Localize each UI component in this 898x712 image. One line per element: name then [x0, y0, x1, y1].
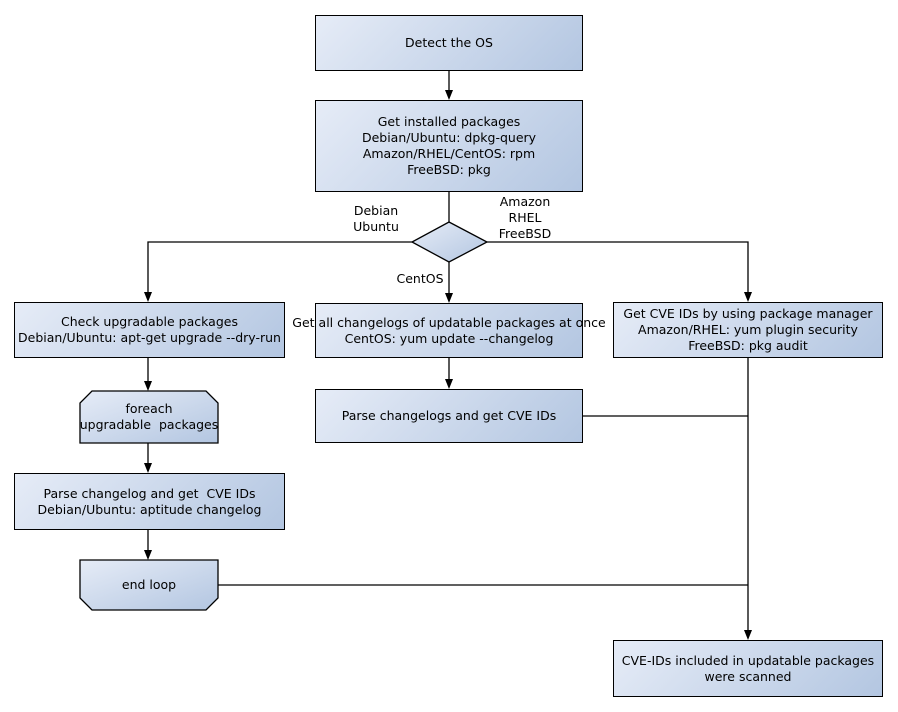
arrowhead-into-endloop	[144, 550, 152, 560]
node-get-installed-packages-label: Get installed packages Debian/Ubuntu: dp…	[361, 114, 537, 177]
edge-decision-left-branch	[147, 241, 412, 292]
arrowhead-into-scanned	[744, 630, 752, 640]
arrowhead-into-check-upgradable	[144, 292, 152, 302]
node-cve-ids-scanned-label: CVE-IDs included in updatable packages w…	[621, 652, 875, 684]
node-parse-changelogs-centos-label: Parse changelogs and get CVE IDs	[341, 408, 557, 424]
arrowhead-into-get-all-changelogs	[445, 293, 453, 303]
node-detect-os: Detect the OS	[315, 15, 583, 71]
node-foreach-loop-label: foreach upgradable packages	[79, 401, 219, 432]
node-parse-changelog-debian-label: Parse changelog and get CVE IDs Debian/U…	[37, 485, 262, 517]
node-check-upgradable: Check upgradable packages Debian/Ubuntu:…	[14, 302, 285, 358]
edge-label-amazon-rhel-freebsd: Amazon RHEL FreeBSD	[498, 194, 552, 241]
edge-decision-right-branch	[487, 241, 749, 292]
arrowhead-into-parse-changelog	[144, 463, 152, 473]
node-check-upgradable-label: Check upgradable packages Debian/Ubuntu:…	[18, 314, 281, 345]
foreach-loop-shape	[79, 390, 219, 444]
node-get-all-changelogs: Get all changelogs of updatable packages…	[292, 303, 606, 358]
node-parse-changelogs-centos: Parse changelogs and get CVE IDs	[315, 389, 583, 443]
edge-label-debian-ubuntu: Debian Ubuntu	[353, 203, 399, 234]
node-end-loop-label: end loop	[121, 577, 177, 593]
arrowhead-into-parse-changelogs	[445, 379, 453, 389]
arrowhead-into-installed	[445, 90, 453, 100]
end-loop-shape	[79, 559, 219, 611]
edge-label-centos: CentOS	[396, 271, 444, 286]
node-get-cve-ids-pkg-manager: Get CVE IDs by using package manager Ama…	[613, 302, 883, 358]
arrowhead-into-foreach	[144, 381, 152, 391]
node-get-all-changelogs-label: Get all changelogs of updatable packages…	[292, 314, 606, 346]
node-end-loop: end loop	[80, 560, 218, 610]
node-cve-ids-scanned: CVE-IDs included in updatable packages w…	[613, 640, 883, 697]
node-foreach-loop: foreach upgradable packages	[79, 391, 219, 443]
node-get-installed-packages: Get installed packages Debian/Ubuntu: dp…	[315, 100, 583, 192]
arrowhead-into-get-cve-ids	[744, 292, 752, 302]
decision-diamond	[410, 221, 489, 263]
node-get-cve-ids-pkg-manager-label: Get CVE IDs by using package manager Ama…	[623, 306, 873, 353]
node-detect-os-label: Detect the OS	[405, 35, 493, 51]
node-parse-changelog-debian: Parse changelog and get CVE IDs Debian/U…	[14, 473, 285, 530]
